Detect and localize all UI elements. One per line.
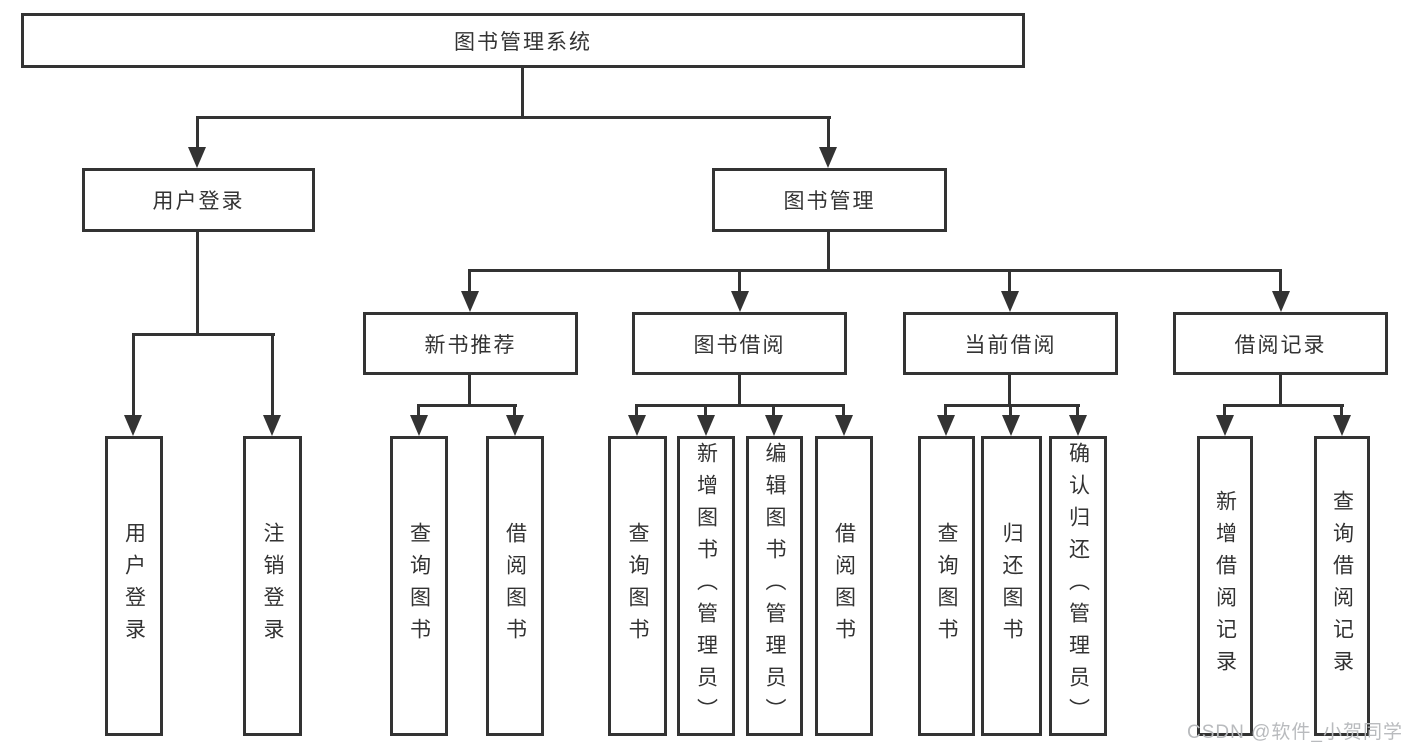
arrow-down-icon — [937, 415, 955, 436]
connector-line — [468, 269, 1282, 272]
connector-line — [468, 269, 471, 293]
arrow-down-icon — [1216, 415, 1234, 436]
leaf-label: 查询图书 — [407, 522, 431, 650]
leaf-borrow-books: 借阅图书 — [815, 436, 873, 736]
csdn-watermark: CSDN @软件_小贺同学 — [1187, 722, 1403, 743]
leaf-label: 借阅图书 — [832, 522, 856, 650]
leaf-query-books-recommend: 查询图书 — [390, 436, 448, 736]
connector-line — [1008, 374, 1011, 407]
node-label: 用户登录 — [152, 190, 245, 213]
node-book-borrowing: 图书借阅 — [632, 312, 847, 375]
node-library-management-system: 图书管理系统 — [21, 13, 1025, 68]
connector-line — [271, 333, 274, 416]
leaf-query-books-borrowing: 查询图书 — [608, 436, 667, 736]
leaf-label: 借阅图书 — [503, 522, 527, 650]
node-label: 图书管理系统 — [454, 30, 592, 54]
connector-line — [944, 404, 947, 418]
arrow-down-icon — [1001, 291, 1019, 312]
node-label: 图书管理 — [783, 190, 876, 213]
arrow-down-icon — [697, 415, 715, 436]
leaf-label: 注销登录 — [261, 522, 284, 650]
connector-line — [827, 231, 830, 272]
leaf-label: 编辑图书（管理员） — [763, 442, 786, 730]
connector-line — [1223, 404, 1226, 418]
node-label: 当前借阅 — [964, 333, 1057, 357]
arrow-down-icon — [1333, 415, 1351, 436]
node-borrow-records: 借阅记录 — [1173, 312, 1388, 375]
leaf-label: 查询图书 — [935, 522, 958, 650]
leaf-query-books-current: 查询图书 — [918, 436, 975, 736]
node-user-login-branch: 用户登录 — [82, 168, 315, 232]
leaf-query-borrow-record: 查询借阅记录 — [1314, 436, 1370, 736]
leaf-user-login: 用户登录 — [105, 436, 163, 736]
connector-line — [704, 404, 707, 418]
connector-line — [1009, 404, 1012, 418]
leaf-label: 查询借阅记录 — [1330, 490, 1354, 682]
arrow-down-icon — [628, 415, 646, 436]
connector-line — [196, 116, 199, 150]
connector-line — [417, 404, 517, 407]
arrow-down-icon — [410, 415, 428, 436]
connector-line — [196, 116, 831, 119]
arrow-down-icon — [819, 147, 837, 168]
arrow-down-icon — [835, 415, 853, 436]
leaf-label: 新增借阅记录 — [1213, 490, 1237, 682]
connector-line — [513, 404, 516, 418]
leaf-confirm-return-admin: 确认归还（管理员） — [1049, 436, 1107, 736]
connector-line — [772, 404, 775, 418]
connector-line — [842, 404, 845, 418]
leaf-add-book-admin: 新增图书（管理员） — [677, 436, 735, 736]
arrow-down-icon — [1069, 415, 1087, 436]
connector-line — [196, 231, 199, 336]
connector-line — [521, 67, 524, 119]
connector-line — [468, 374, 471, 407]
arrow-down-icon — [731, 291, 749, 312]
leaf-edit-book-admin: 编辑图书（管理员） — [746, 436, 803, 736]
connector-line — [1279, 269, 1282, 293]
connector-line — [132, 333, 135, 416]
arrow-down-icon — [1272, 291, 1290, 312]
node-current-borrowing: 当前借阅 — [903, 312, 1118, 375]
leaf-label: 新增图书（管理员） — [694, 442, 718, 730]
node-book-management: 图书管理 — [712, 168, 947, 232]
arrow-down-icon — [1002, 415, 1020, 436]
leaf-add-borrow-record: 新增借阅记录 — [1197, 436, 1253, 736]
node-label: 新书推荐 — [424, 333, 517, 357]
connector-line — [738, 269, 741, 293]
connector-line — [1223, 404, 1344, 407]
connector-line — [635, 404, 638, 418]
connector-line — [417, 404, 420, 418]
node-label: 借阅记录 — [1234, 333, 1327, 357]
leaf-label: 用户登录 — [122, 522, 146, 650]
connector-line — [1008, 269, 1011, 293]
connector-line — [827, 116, 830, 150]
leaf-label: 确认归还（管理员） — [1066, 442, 1090, 730]
connector-line — [132, 333, 275, 336]
node-new-book-recommend: 新书推荐 — [363, 312, 578, 375]
connector-line — [1076, 404, 1079, 418]
arrow-down-icon — [263, 415, 281, 436]
leaf-return-book: 归还图书 — [981, 436, 1042, 736]
arrow-down-icon — [124, 415, 142, 436]
arrow-down-icon — [461, 291, 479, 312]
arrow-down-icon — [506, 415, 524, 436]
leaf-logout: 注销登录 — [243, 436, 302, 736]
connector-line — [635, 404, 845, 407]
leaf-borrow-books-recommend: 借阅图书 — [486, 436, 544, 736]
leaf-label: 归还图书 — [1000, 522, 1023, 650]
connector-line — [1279, 374, 1282, 407]
node-label: 图书借阅 — [693, 333, 786, 357]
leaf-label: 查询图书 — [626, 522, 649, 650]
arrow-down-icon — [188, 147, 206, 168]
connector-line — [1340, 404, 1343, 418]
connector-line — [944, 404, 1080, 407]
arrow-down-icon — [765, 415, 783, 436]
connector-line — [738, 374, 741, 407]
